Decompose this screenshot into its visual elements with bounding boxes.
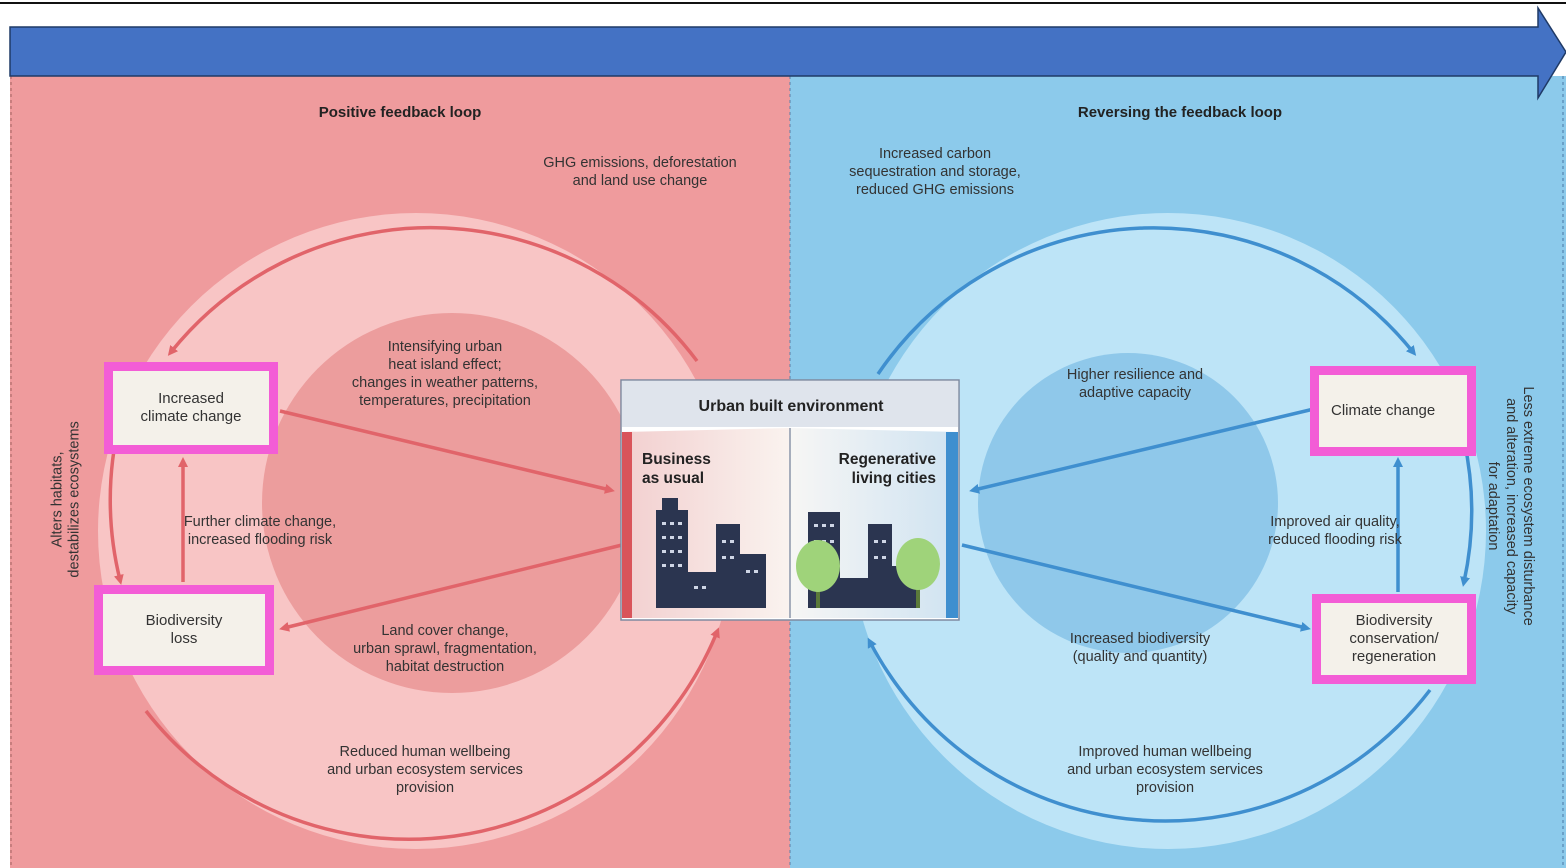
left-inner-circle — [262, 313, 642, 693]
banner-arrow — [9, 5, 1566, 101]
business-as-usual-label: Business as usual — [642, 451, 711, 487]
left-middle-label: Further climate change, increased floodi… — [183, 514, 337, 549]
increased-climate-change-box: Increased climate change — [104, 362, 278, 454]
tree-left — [796, 540, 840, 608]
right-bottom-loop-arrow — [867, 637, 1432, 823]
climate-to-center-arrow — [969, 406, 1319, 494]
biodiversity-conservation-box: Biodiversity conservation/ regeneration — [1312, 594, 1476, 684]
business-as-usual-buildings — [656, 498, 766, 608]
left-bottom-label: Reduced human wellbeing and urban ecosys… — [327, 744, 523, 797]
left-bottom-loop-arrow — [144, 627, 720, 842]
right-lower-inner-label: Increased biodiversity (quality and quan… — [1069, 631, 1211, 666]
left-header: Positive feedback loop — [318, 104, 482, 121]
right-upper-inner-label: Higher resilience and adaptive capacity — [1066, 367, 1204, 402]
right-inner-circle — [978, 353, 1278, 653]
regenerative-cities-label: Regenerative living cities — [838, 451, 936, 487]
left-side-label: Alters habitats, destabilizes ecosystems — [49, 421, 83, 578]
left-upper-inner-label: Intensifying urban heat island effect; c… — [351, 339, 539, 410]
left-lower-inner-label: Land cover change, urban sprawl, fragmen… — [353, 623, 537, 676]
right-top-label: Increased carbon sequestration and stora… — [849, 146, 1021, 199]
left-top-label: GHG emissions, deforestation and land us… — [543, 155, 737, 190]
tree-right — [896, 538, 940, 608]
urban-box-title: Urban built environment — [698, 398, 884, 415]
center-to-conservation-arrow — [961, 543, 1311, 632]
center-to-biodiversity-loss-arrow — [279, 543, 623, 632]
biodiversity-loss-box: Biodiversity loss — [94, 585, 274, 675]
left-top-loop-arrow — [167, 225, 699, 363]
climate-change-box: Climate change — [1310, 366, 1476, 456]
right-bottom-label: Improved human wellbeing and urban ecosy… — [1067, 744, 1263, 797]
right-header: Reversing the feedback loop — [1077, 104, 1283, 121]
right-middle-label: Improved air quality, reduced flooding r… — [1268, 514, 1402, 549]
right-side-label: Less extreme ecosystem disturbance and a… — [1485, 386, 1537, 626]
right-top-loop-arrow — [876, 226, 1417, 375]
left-to-center-arrow — [279, 409, 615, 494]
